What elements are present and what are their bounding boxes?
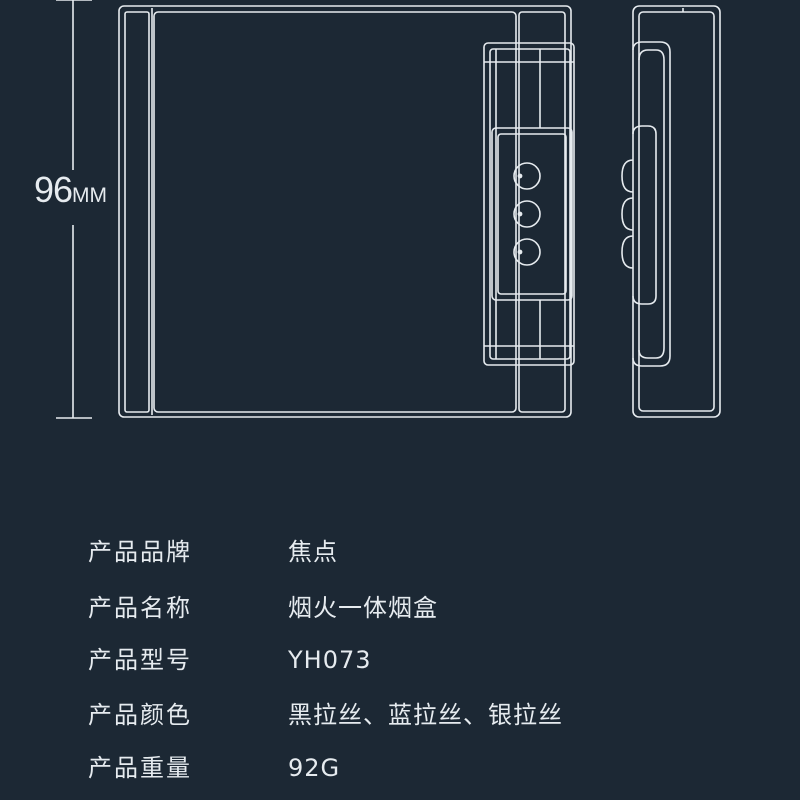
side-view [621,5,721,418]
spec-label: 产品型号 [88,646,192,674]
front-view [118,5,575,418]
side-buttons [621,159,634,269]
dimension-label: 96MM [34,172,107,208]
spec-value: 黑拉丝、蓝拉丝、银拉丝 [288,701,563,729]
spec-row-brand: 产品品牌 焦点 [88,532,728,572]
spec-label: 产品名称 [88,594,192,622]
spec-label: 产品重量 [88,754,192,782]
spec-row-name: 产品名称 烟火一体烟盒 [88,588,728,628]
button-2-icon [513,200,541,228]
dimension-unit: MM [72,184,108,207]
control-buttons [513,162,541,266]
dimension-value: 96 [34,169,73,210]
button-1-icon [513,162,541,190]
spec-value: 92G [288,754,341,782]
spec-value: YH073 [288,646,372,674]
spec-label: 产品颜色 [88,701,192,729]
spec-row-model: 产品型号 YH073 [88,640,728,680]
lighter-module [483,42,575,366]
button-3-icon [513,238,541,266]
spec-value: 焦点 [288,538,338,566]
dimension-line [56,0,92,419]
spec-row-weight: 产品重量 92G [88,748,728,788]
spec-row-color: 产品颜色 黑拉丝、蓝拉丝、银拉丝 [88,695,728,735]
spec-label: 产品品牌 [88,538,192,566]
spec-value: 烟火一体烟盒 [288,594,438,622]
